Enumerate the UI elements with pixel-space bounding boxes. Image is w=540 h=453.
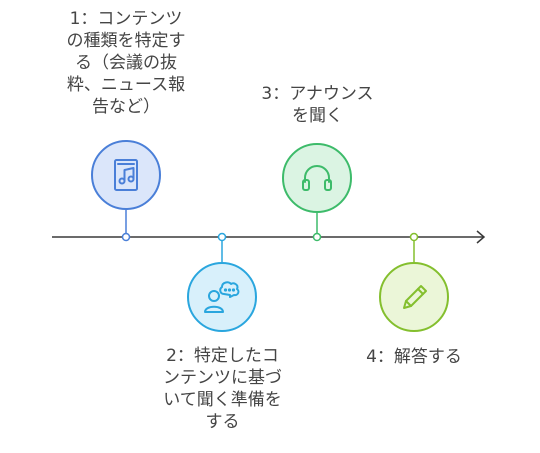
- step-1-label: 1：コンテンツ の種類を特定す る（会議の抜 粋、ニュース報 告など）: [66, 9, 186, 117]
- step-4-circle: [379, 262, 449, 332]
- step-2-circle: [187, 262, 257, 332]
- step-4-label: 4：解答する: [366, 347, 462, 367]
- person-thinking-icon: [204, 281, 240, 313]
- music-book-icon: [114, 159, 138, 191]
- step-3-label: 3：アナウンス を聞く: [261, 84, 374, 126]
- timeline-dot-3: [312, 232, 322, 242]
- headphones-icon: [302, 165, 332, 191]
- timeline-dot-2: [217, 232, 227, 242]
- timeline-dot-4: [409, 232, 419, 242]
- timeline-arrowhead: [476, 230, 486, 244]
- step-2-label: 2：特定したコ ンテンツに基づ いて聞く準備を する: [163, 346, 282, 432]
- step-1-circle: [91, 140, 161, 210]
- pencil-icon: [403, 285, 427, 309]
- timeline-dot-1: [121, 232, 131, 242]
- step-3-circle: [282, 143, 352, 213]
